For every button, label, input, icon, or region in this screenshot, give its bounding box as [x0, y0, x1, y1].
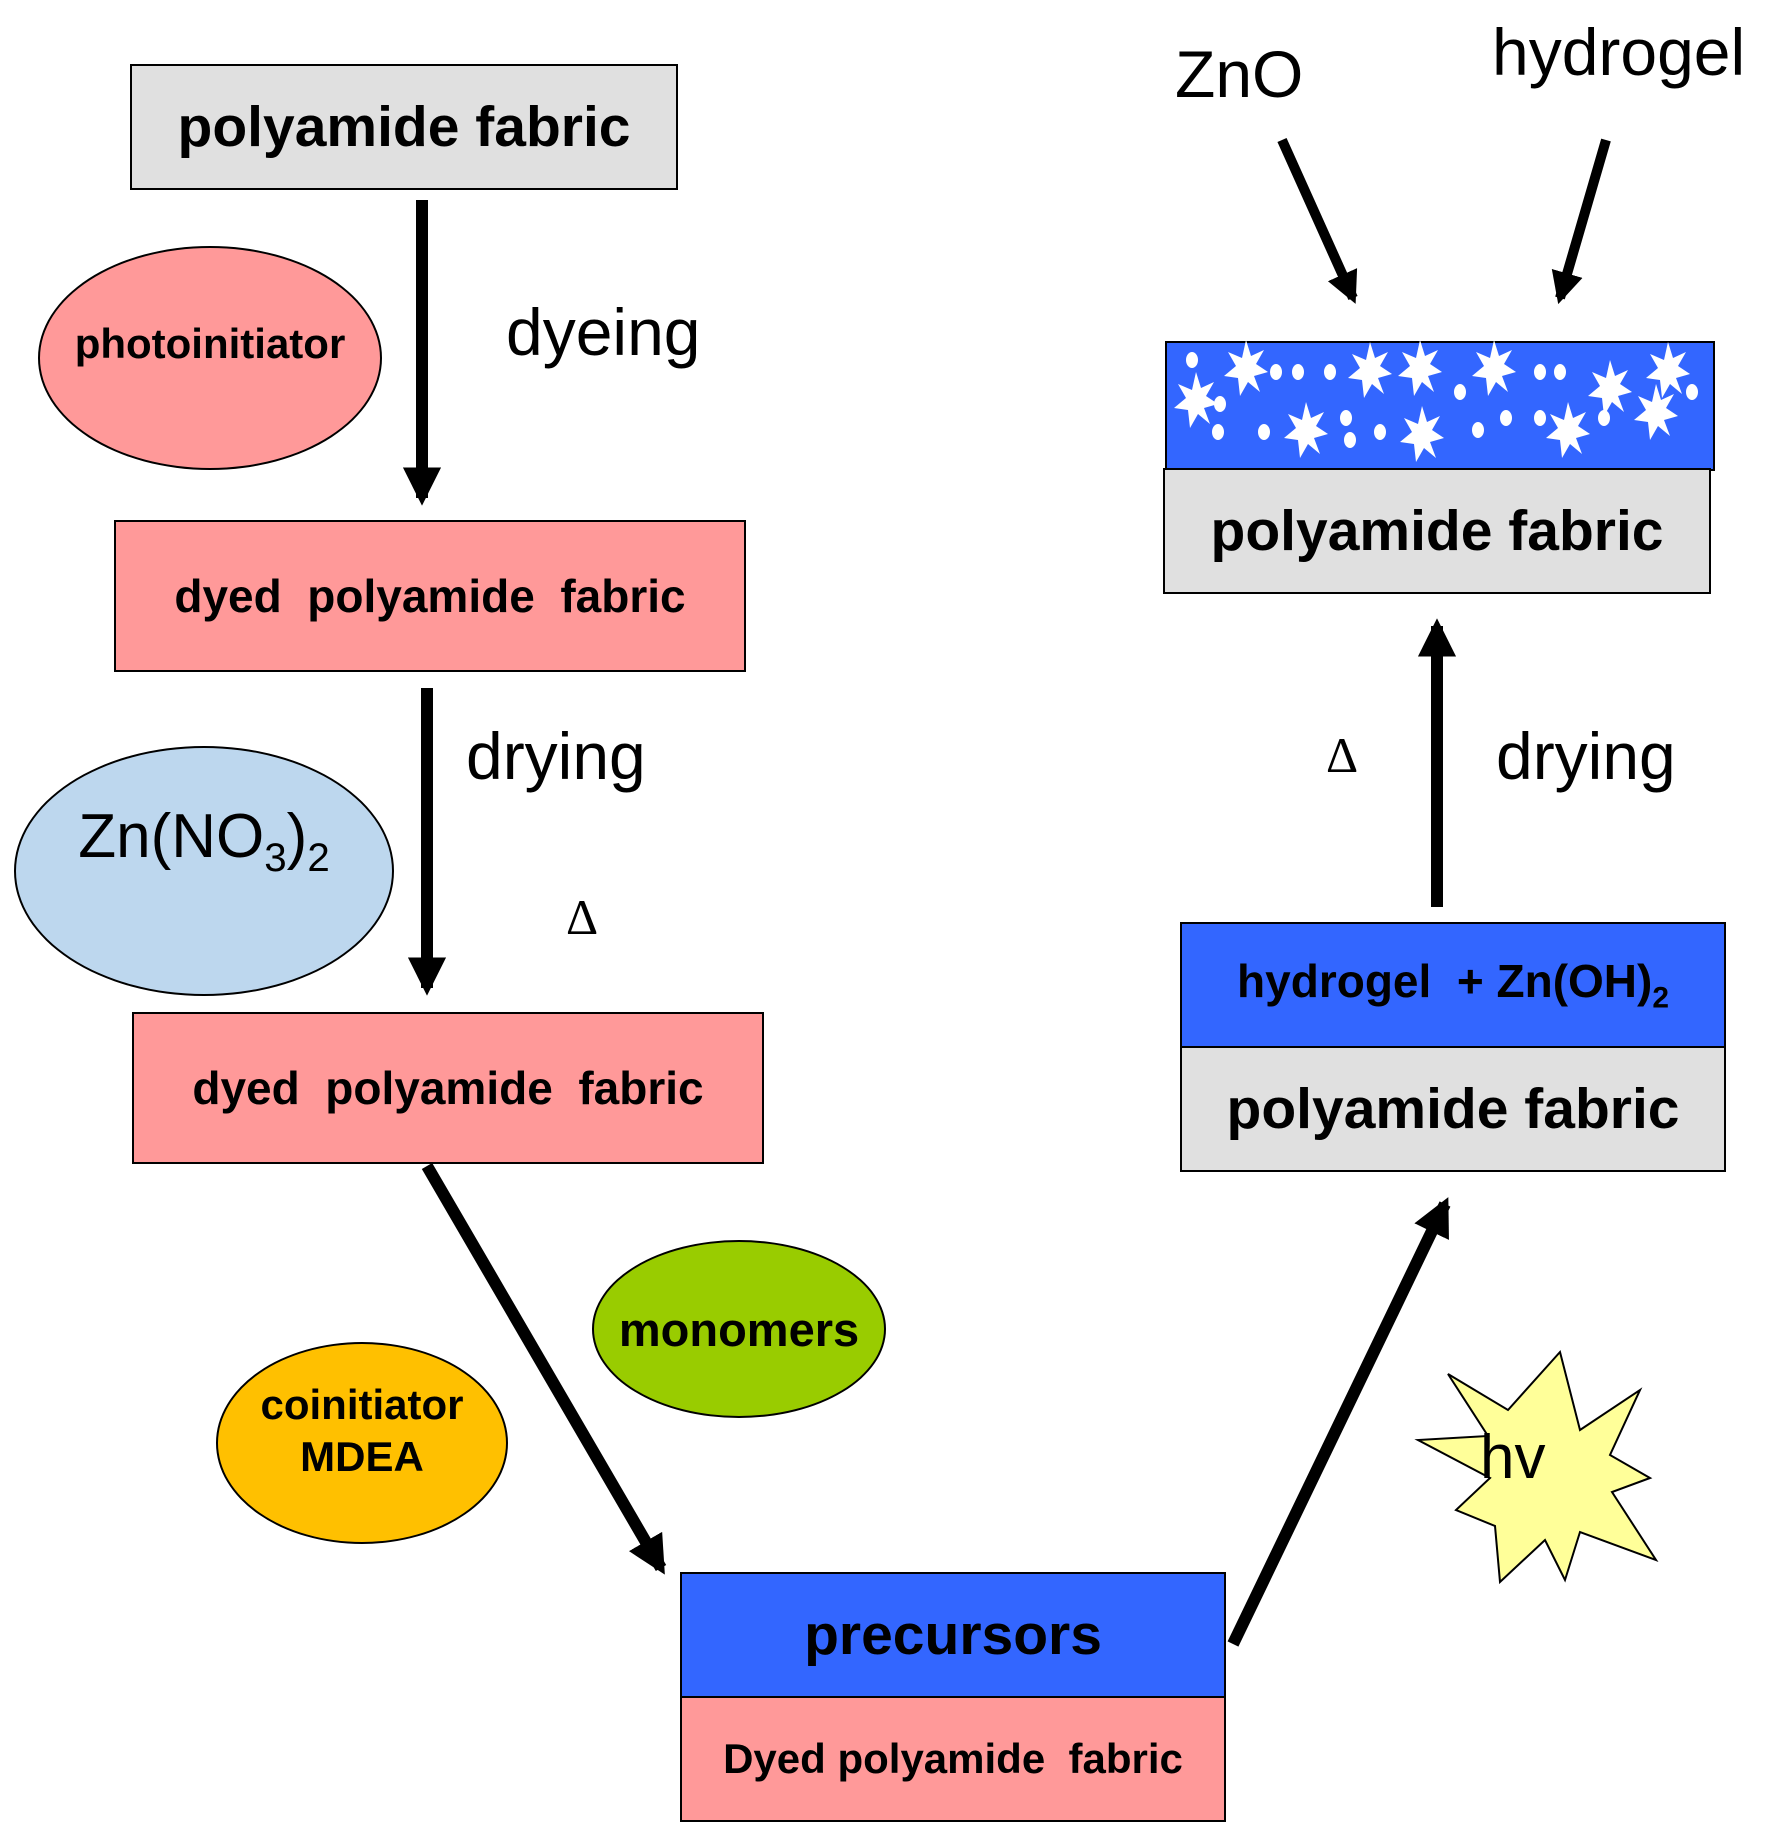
dyed-polyamide-fabric-label-1: dyed polyamide fabric	[174, 570, 686, 622]
photoinitiator-ellipse: photoinitiator	[38, 246, 382, 470]
monomers-ellipse: monomers	[592, 1240, 886, 1418]
zinc-nitrate-label: Zn(NO3)2	[78, 801, 330, 881]
zinc-nitrate-text: Zn(NO	[78, 801, 265, 871]
zinc-nitrate-sub-3: 3	[264, 835, 287, 881]
zinc-nitrate-close: )	[286, 801, 308, 871]
mdea-label: MDEA	[300, 1433, 424, 1480]
dyed-polyamide-fabric-box-2: dyed polyamide fabric	[132, 1012, 764, 1164]
precursors-fabric-label: Dyed polyamide fabric	[723, 1735, 1183, 1782]
hydrogel-znoh-label: hydrogel + Zn(OH)2	[1237, 954, 1669, 1015]
hydrogel-fabric-box: polyamide fabric	[1180, 1046, 1726, 1172]
precursors-layer-box: precursors	[680, 1572, 1226, 1698]
polyamide-fabric-start-label: polyamide fabric	[177, 95, 631, 159]
hydrogel-label: hydrogel	[1492, 15, 1746, 89]
final-fabric-box: polyamide fabric	[1163, 468, 1711, 594]
hydrogel-dots	[1186, 352, 1698, 448]
final-hydrogel-layer	[1165, 341, 1715, 471]
arrow-zno	[1277, 137, 1358, 304]
hydrogel-znoh-layer-box: hydrogel + Zn(OH)2	[1180, 922, 1726, 1048]
final-fabric-label: polyamide fabric	[1210, 499, 1664, 563]
hydrogel-znoh-subscript: 2	[1652, 981, 1669, 1015]
monomers-label: monomers	[618, 1302, 860, 1356]
dyeing-label: dyeing	[506, 295, 701, 369]
drying-left-label: drying	[466, 719, 646, 793]
polyamide-fabric-start-box: polyamide fabric	[130, 64, 678, 190]
precursors-label: precursors	[804, 1603, 1102, 1667]
precursors-fabric-box: Dyed polyamide fabric	[680, 1696, 1226, 1822]
photoinitiator-label: photoinitiator	[74, 320, 346, 367]
hydrogel-znoh-text: hydrogel + Zn(OH)	[1237, 955, 1653, 1008]
coinitiator-ellipse: coinitiator MDEA	[216, 1342, 508, 1544]
zno-particles	[1174, 340, 1690, 462]
delta-right-label: Δ	[1326, 727, 1359, 783]
zinc-nitrate-ellipse: Zn(NO3)2	[14, 746, 394, 996]
hydrogel-fabric-label: polyamide fabric	[1226, 1077, 1680, 1141]
zno-label: ZnO	[1175, 37, 1304, 111]
drying-right-label: drying	[1496, 719, 1676, 793]
hv-label: hv	[1480, 1423, 1546, 1492]
dyed-polyamide-fabric-box-1: dyed polyamide fabric	[114, 520, 746, 672]
arrow-to-precursors	[421, 1162, 667, 1575]
coinitiator-label: coinitiator	[260, 1380, 464, 1428]
arrow-to-hydrogel	[1227, 1197, 1451, 1647]
dyed-polyamide-fabric-label-2: dyed polyamide fabric	[192, 1062, 704, 1114]
light-burst-shape	[1414, 1349, 1659, 1585]
delta-left-label: Δ	[566, 889, 599, 945]
arrow-hydrogel	[1551, 138, 1611, 305]
zinc-nitrate-sub-2: 2	[307, 835, 330, 881]
